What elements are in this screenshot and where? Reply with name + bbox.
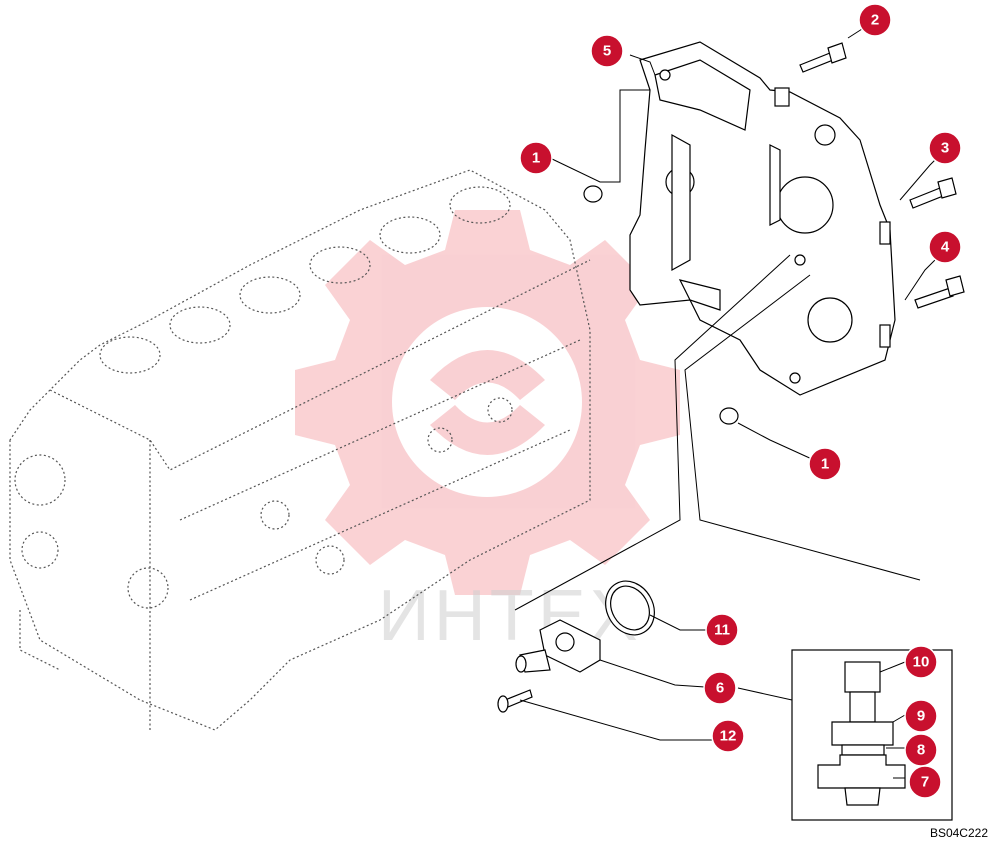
callout-9: 9 [904, 699, 938, 733]
callout-11: 11 [705, 613, 739, 647]
svg-text:9: 9 [917, 708, 925, 725]
o-ring [605, 580, 655, 636]
callout-1-upper: 1 [519, 141, 553, 175]
callout-12: 12 [711, 719, 745, 753]
drawing-code: BS04C222 [929, 826, 988, 840]
dowel-pin-upper [583, 185, 603, 203]
leader-lines [514, 21, 946, 779]
svg-text:10: 10 [913, 654, 930, 671]
svg-text:5: 5 [603, 43, 611, 60]
svg-text:3: 3 [941, 140, 949, 157]
svg-text:4: 4 [941, 239, 950, 256]
callout-7: 7 [908, 765, 942, 799]
cap-screw [799, 42, 847, 73]
bolt-3 [909, 177, 957, 209]
svg-text:11: 11 [714, 622, 730, 639]
watermark-text: ИНТЕХ [378, 576, 642, 656]
callout-4: 4 [928, 230, 962, 264]
watermark-logo [295, 210, 680, 595]
gear-housing [629, 41, 896, 396]
svg-text:8: 8 [917, 742, 925, 759]
callout-8: 8 [904, 733, 938, 767]
callout-2: 2 [858, 3, 892, 37]
svg-text:6: 6 [716, 680, 724, 697]
svg-text:1: 1 [532, 150, 540, 167]
callout-1-lower: 1 [808, 447, 842, 481]
callout-3: 3 [928, 131, 962, 165]
svg-text:2: 2 [871, 12, 879, 29]
engine-block [9, 169, 591, 731]
svg-text:12: 12 [720, 728, 737, 745]
bolt-4 [914, 275, 965, 309]
timing-pin-housing [515, 619, 601, 673]
callout-10: 10 [904, 645, 938, 679]
screw-12 [497, 689, 533, 713]
dowel-pin-lower [719, 407, 739, 425]
svg-text:1: 1 [821, 456, 829, 473]
callout-6: 6 [703, 671, 737, 705]
svg-text:7: 7 [921, 774, 929, 791]
callout-5: 5 [590, 34, 624, 68]
